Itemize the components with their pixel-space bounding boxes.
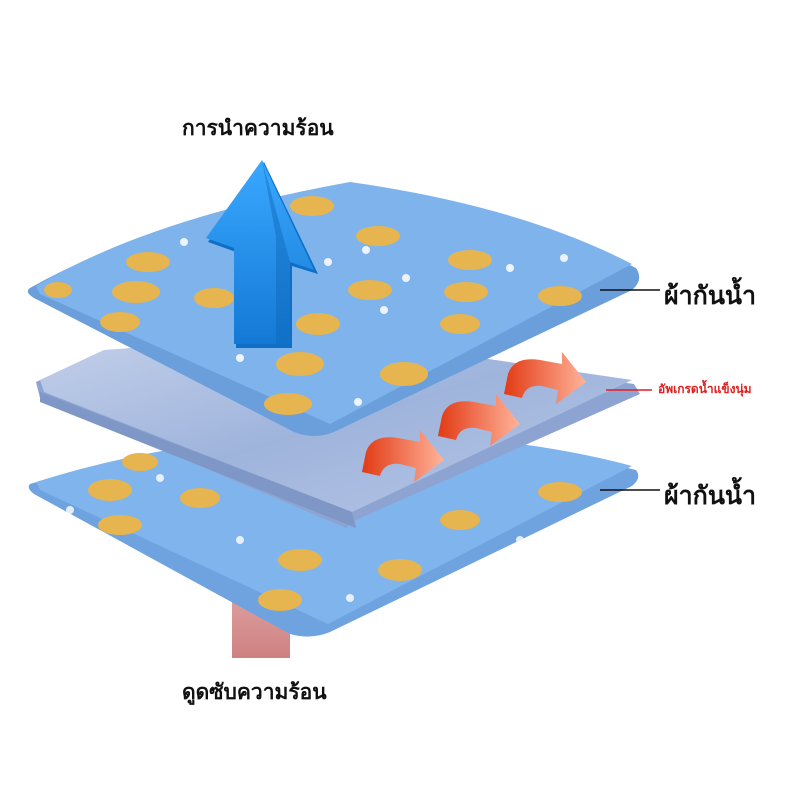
top-pattern — [44, 196, 582, 415]
heat-conduction-label: การนำความร้อน — [182, 116, 334, 140]
bottom-pattern — [88, 453, 582, 611]
curved-arrow-icon — [362, 430, 444, 482]
middle-layer-label: อัพเกรดน้ำแข็งนุ่ม — [658, 382, 752, 396]
snowflake-icon — [236, 536, 244, 544]
corgi-icon — [88, 479, 132, 501]
snowflake-icon — [66, 506, 74, 514]
heat-arrows — [362, 352, 586, 482]
corgi-icon — [100, 312, 140, 332]
corgi-icon — [296, 313, 340, 335]
corgi-icon — [278, 549, 322, 571]
curved-arrow-icon — [504, 352, 586, 404]
corgi-icon — [538, 286, 582, 306]
corgi-icon — [194, 288, 234, 308]
corgi-icon — [180, 488, 220, 508]
corgi-icon — [348, 280, 392, 300]
snowflake-icon — [324, 258, 332, 266]
corgi-icon — [122, 453, 158, 471]
snowflake-icon — [346, 594, 354, 602]
heat-conduction-arrow — [206, 160, 318, 348]
snowflake-icon — [354, 398, 362, 406]
corgi-icon — [440, 510, 480, 530]
snowflake-icon — [236, 354, 244, 362]
snowflake-icon — [156, 474, 164, 482]
snowflake-icon — [506, 264, 514, 272]
top-fabric-layer — [27, 182, 640, 436]
corgi-icon — [380, 362, 428, 386]
bottom-fabric-layer — [28, 432, 639, 637]
corgi-icon — [440, 314, 480, 334]
corgi-icon — [448, 250, 492, 270]
corgi-icon — [538, 482, 582, 502]
curved-arrow-icon — [438, 394, 520, 446]
corgi-icon — [258, 589, 302, 611]
snowflake-icon — [362, 246, 370, 254]
corgi-icon — [264, 393, 312, 415]
snowflake-icon — [516, 536, 524, 544]
corgi-icon — [44, 282, 72, 298]
heat-absorb-label: ดูดซับความร้อน — [182, 680, 327, 704]
snowflake-icon — [380, 306, 388, 314]
corgi-icon — [356, 226, 400, 246]
snowflake-icon — [560, 254, 568, 262]
corgi-icon — [378, 559, 422, 581]
snowflake-icon — [402, 274, 410, 282]
corgi-icon — [444, 282, 488, 302]
bottom-layer-label: ผ้ากันน้ำ — [664, 481, 757, 510]
corgi-icon — [126, 252, 170, 272]
snowflake-icon — [180, 238, 188, 246]
top-layer-label: ผ้ากันน้ำ — [664, 281, 757, 310]
corgi-icon — [290, 196, 334, 216]
corgi-icon — [276, 352, 324, 376]
up-arrow-icon — [206, 160, 314, 344]
corgi-icon — [98, 515, 142, 535]
corgi-icon — [112, 281, 160, 303]
